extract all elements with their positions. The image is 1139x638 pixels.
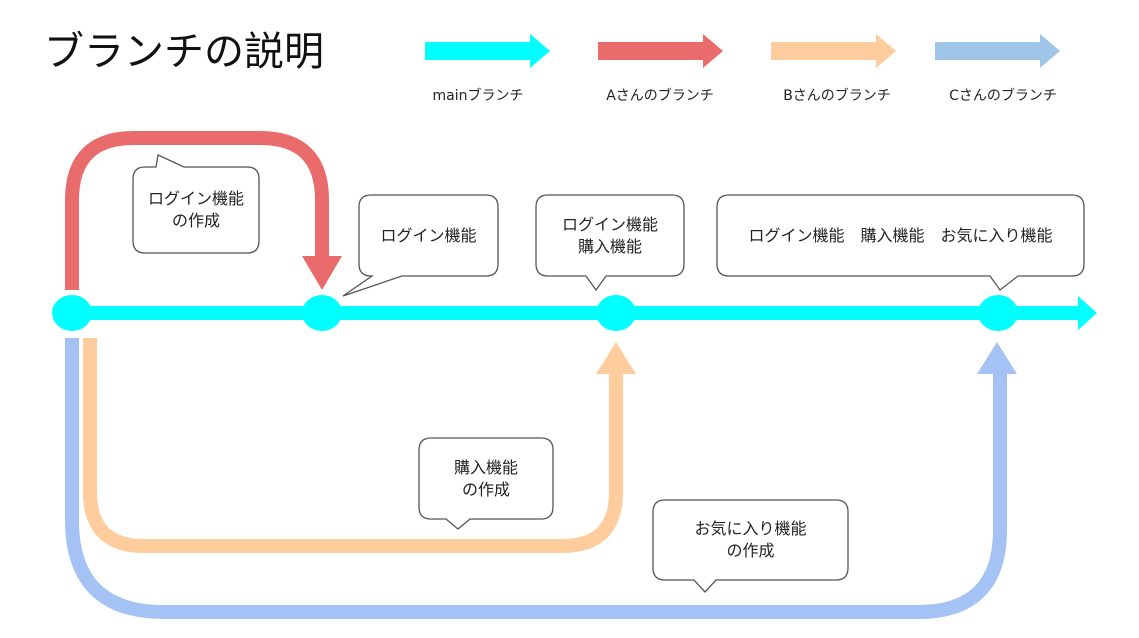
- main-branch-arrowhead: [1078, 296, 1097, 330]
- callout-a-work: ログイン機能 の作成: [147, 189, 244, 230]
- branch-a-line: [65, 131, 329, 290]
- callout-b-work-bubble: [418, 437, 554, 530]
- main-branch-line: [70, 306, 1080, 320]
- callout-main-2: ログイン機能 購入機能: [561, 214, 658, 256]
- callout-main-3-bubble: [716, 194, 1085, 291]
- callout-c-work: お気に入り機能 の作成: [694, 519, 807, 560]
- callout-b-work: 購入機能 の作成: [453, 457, 518, 499]
- legend-label-c: Cさんのブランチ: [949, 88, 1057, 104]
- commit-node: [52, 295, 92, 331]
- branch-c-line: [65, 338, 1007, 619]
- callout-main-1: ログイン機能: [380, 225, 477, 245]
- legend-label-b: Bさんのブランチ: [783, 88, 891, 104]
- legend-main-arrow: [425, 34, 550, 68]
- branch-c-arrowhead: [977, 342, 1017, 374]
- legend-label-a: Aさんのブランチ: [606, 88, 714, 104]
- callout-c-work-bubble: [652, 499, 849, 593]
- commit-node: [596, 295, 636, 331]
- branch-b-line: [83, 338, 623, 553]
- callout-main-1-bubble: [342, 194, 499, 297]
- commit-node: [978, 295, 1018, 331]
- callout-main-2-bubble: [535, 194, 685, 292]
- page-title: ブランチの説明: [44, 29, 324, 75]
- legend-c-arrow: [935, 34, 1060, 68]
- commit-node: [302, 295, 342, 331]
- branch-b-arrowhead: [596, 342, 636, 374]
- callout-a-work-bubble: [132, 154, 260, 254]
- branch-a-arrowhead: [302, 256, 342, 290]
- callout-main-3: ログイン機能 購入機能 お気に入り機能: [748, 225, 1053, 245]
- legend-a-arrow: [598, 34, 723, 68]
- legend-b-arrow: [771, 34, 896, 68]
- legend-label-main: mainブランチ: [432, 88, 524, 104]
